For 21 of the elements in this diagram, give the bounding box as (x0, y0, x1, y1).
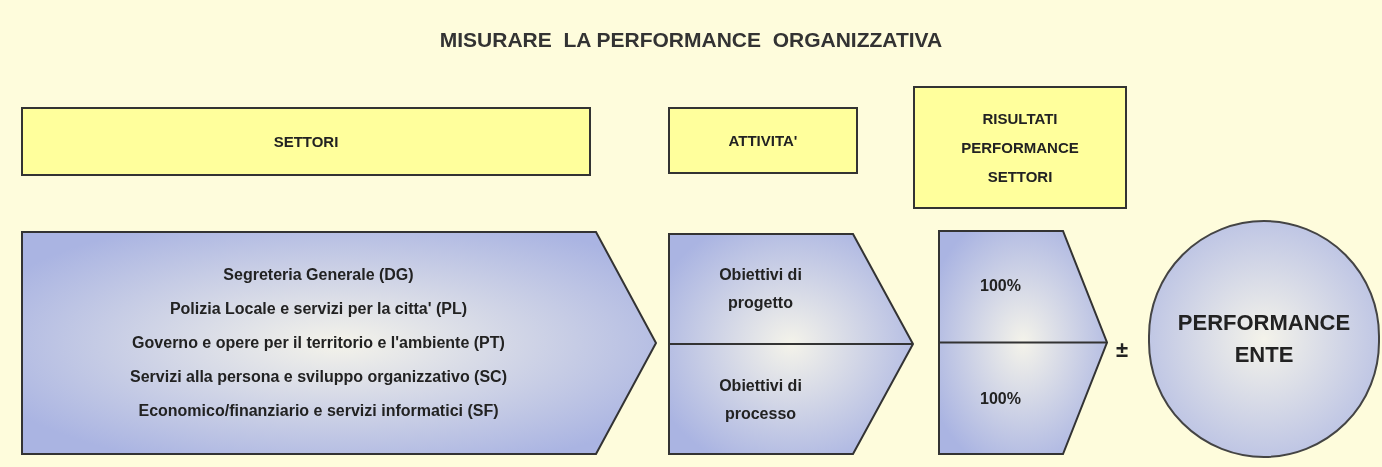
list-item-text: Governo e opere per il territorio e l'ambiente (PT) (132, 333, 505, 353)
chevron-shape (668, 233, 914, 455)
list-item-text: Economico/finanziario e servizi informatici (SF) (138, 401, 499, 421)
title: MISURARE LA PERFORMANCE ORGANIZZATIVA (439, 27, 943, 53)
header-box (668, 107, 858, 174)
circle-text: PERFORMANCE ENTE (1176, 309, 1352, 369)
list-item-text: Polizia Locale e servizi per la citta' (PL) (169, 299, 468, 319)
plus-minus-sign: ± (1116, 336, 1129, 364)
chevron-text: Obiettivi di processo (718, 375, 803, 424)
header-text: SETTORI (272, 132, 340, 152)
header-box (21, 107, 591, 176)
list-item-text: Segreteria Generale (DG) (223, 265, 414, 285)
header-text: RISULTATI PERFORMANCE SETTORI (960, 109, 1080, 187)
chevron-shape (21, 231, 657, 455)
chevron-text: 100% (980, 276, 1021, 297)
chevron-text: 100% (980, 388, 1021, 409)
chevron-shape (938, 230, 1108, 455)
header-text: ATTIVITA' (727, 131, 799, 151)
chevron-text: Obiettivi di progetto (718, 264, 803, 313)
list-item-text: Servizi alla persona e sviluppo organizzativo (SC) (130, 367, 507, 387)
header-box (913, 86, 1127, 209)
